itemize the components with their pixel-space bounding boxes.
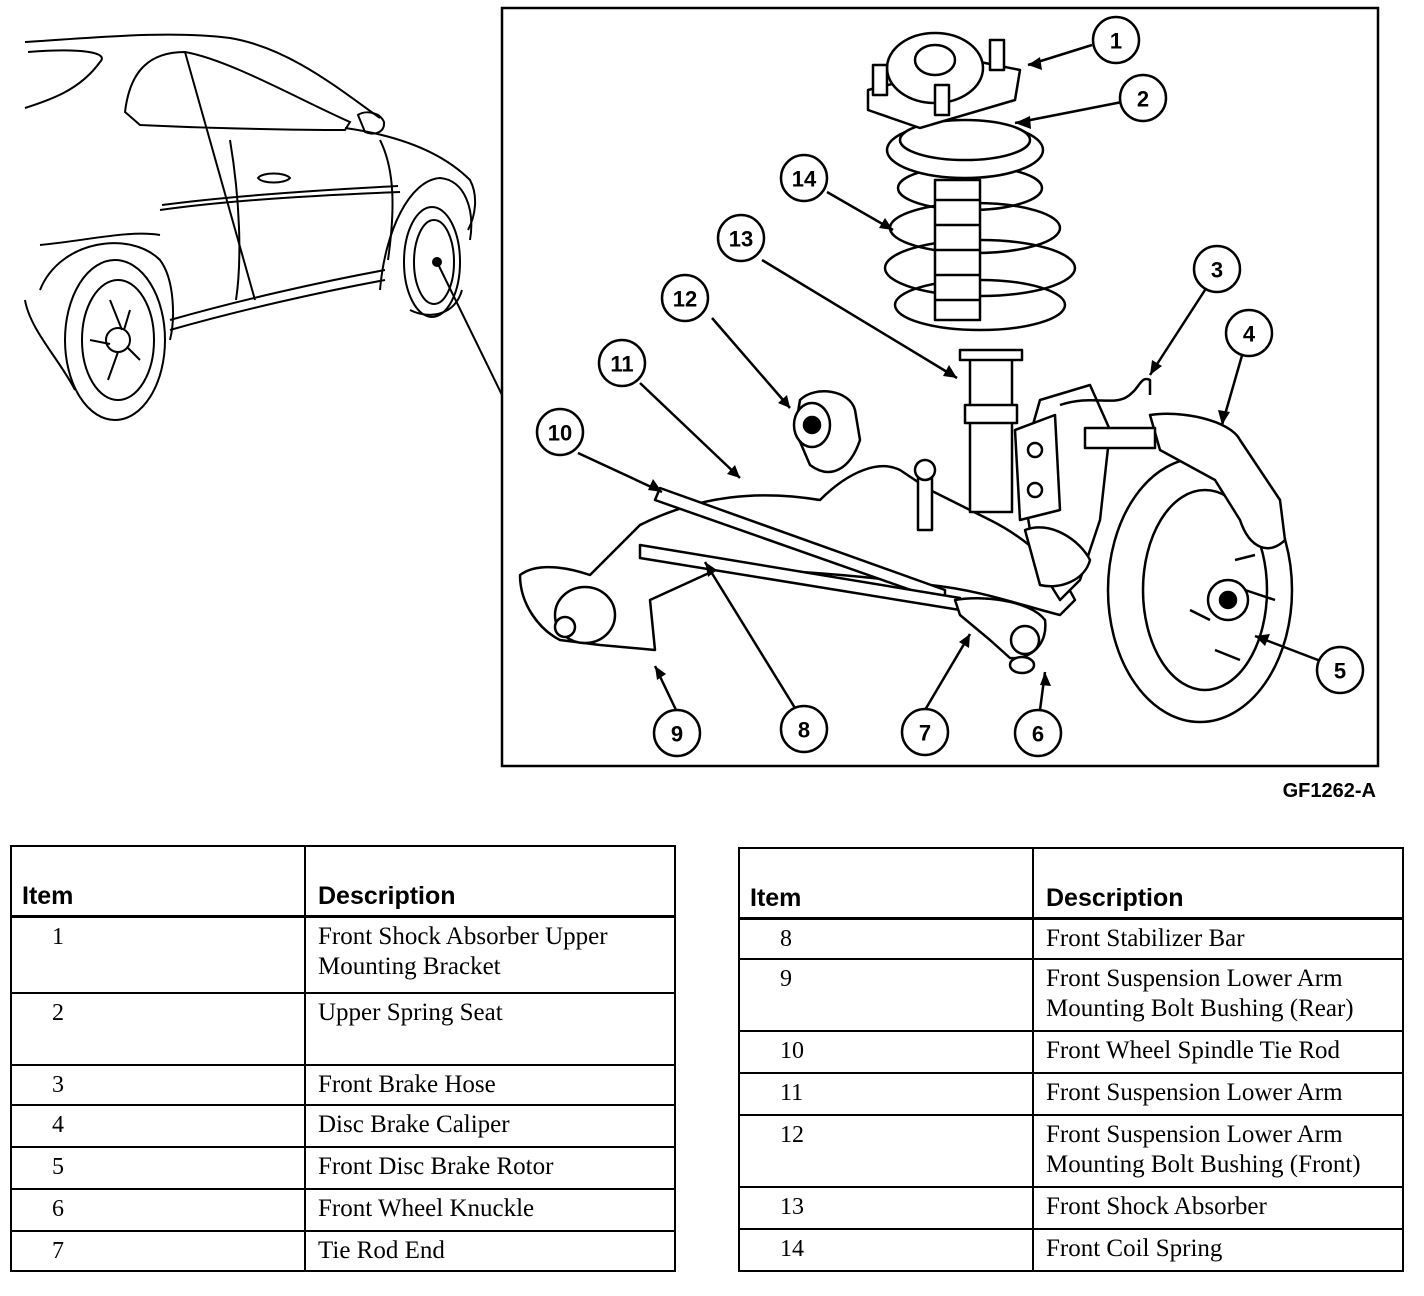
- callout-circle-12: [660, 273, 710, 323]
- detail-pointer-line: [436, 261, 503, 396]
- callout-circle-8: [779, 704, 829, 754]
- legend-header-row: Item Description: [738, 847, 1404, 920]
- item-number: 14: [738, 1228, 1034, 1272]
- item-number: 6: [10, 1187, 306, 1232]
- legend-table-right: Item Description 8 Front Stabilizer Bar …: [738, 847, 1404, 1272]
- table-row: 12 Front Suspension Lower Arm Mounting B…: [738, 1114, 1404, 1188]
- item-description: Front Wheel Spindle Tie Rod: [1032, 1030, 1404, 1074]
- item-number: 5: [10, 1145, 306, 1190]
- item-description: Front Brake Hose: [304, 1063, 676, 1106]
- callout-label-5: 5: [1334, 659, 1346, 684]
- callout-circle-9: [652, 708, 702, 758]
- item-description: Front Suspension Lower Arm: [1032, 1072, 1404, 1116]
- header-item: Item: [738, 847, 1034, 920]
- item-description: Front Coil Spring: [1032, 1228, 1404, 1272]
- callout-circle-7: [900, 707, 950, 757]
- table-row: 9 Front Suspension Lower Arm Mounting Bo…: [738, 958, 1404, 1032]
- item-number: 2: [10, 991, 306, 1066]
- suspension-illustration: 1 2 3 4 5 6 7 8 9 10 11 12 13 14: [24, 6, 1380, 768]
- callout-circle-11: [597, 338, 647, 388]
- callout-circle-13: [716, 213, 766, 263]
- callout-circle-4: [1224, 308, 1274, 358]
- car-side-view: [24, 33, 476, 421]
- header-item: Item: [10, 845, 306, 918]
- callout-label-3: 3: [1211, 258, 1223, 283]
- detail-frame: [500, 6, 1380, 768]
- callout-label-6: 6: [1032, 722, 1044, 747]
- item-description: Front Disc Brake Rotor: [304, 1145, 676, 1190]
- callout-circle-14: [779, 153, 829, 203]
- callout-circle-10: [535, 407, 585, 457]
- item-number: 1: [10, 915, 306, 994]
- table-row: 11 Front Suspension Lower Arm: [738, 1072, 1404, 1116]
- caliper-shape: [1148, 412, 1287, 550]
- callout-label-10: 10: [548, 421, 572, 446]
- item-description: Front Stabilizer Bar: [1032, 917, 1404, 960]
- table-row: 10 Front Wheel Spindle Tie Rod: [738, 1030, 1404, 1074]
- legend-table-left: Item Description 1 Front Shock Absorber …: [10, 845, 676, 1272]
- item-number: 13: [738, 1186, 1034, 1230]
- header-description: Description: [304, 845, 676, 918]
- item-description: Tie Rod End: [304, 1229, 676, 1272]
- callout-circle-2: [1118, 73, 1168, 123]
- item-description: Upper Spring Seat: [304, 991, 676, 1066]
- table-row: 3 Front Brake Hose: [10, 1063, 676, 1106]
- item-description: Disc Brake Caliper: [304, 1103, 676, 1148]
- header-description: Description: [1032, 847, 1404, 920]
- callout-label-1: 1: [1110, 29, 1122, 54]
- callout-label-13: 13: [729, 227, 753, 252]
- item-number: 8: [738, 917, 1034, 960]
- shock-body-shape: [968, 350, 1014, 514]
- callout-label-12: 12: [673, 287, 697, 312]
- figure-code: GF1262-A: [1282, 780, 1376, 802]
- callout-label-7: 7: [919, 721, 931, 746]
- callout-label-2: 2: [1137, 87, 1149, 112]
- callout-label-8: 8: [798, 718, 810, 743]
- callout-label-4: 4: [1243, 322, 1256, 347]
- table-row: 7 Tie Rod End: [10, 1229, 676, 1272]
- table-row: 6 Front Wheel Knuckle: [10, 1187, 676, 1232]
- table-row: 1 Front Shock Absorber Upper Mounting Br…: [10, 915, 676, 994]
- item-description: Front Suspension Lower Arm Mounting Bolt…: [1032, 958, 1404, 1032]
- item-number: 7: [10, 1229, 306, 1272]
- table-row: 2 Upper Spring Seat: [10, 991, 676, 1066]
- callout-label-9: 9: [671, 722, 683, 747]
- callout-label-11: 11: [610, 352, 633, 377]
- callout-circle-6: [1013, 708, 1063, 758]
- callout-circle-3: [1192, 244, 1242, 294]
- legend-header-row: Item Description: [10, 845, 676, 918]
- callout-label-14: 14: [792, 167, 817, 192]
- item-number: 12: [738, 1114, 1034, 1188]
- item-number: 3: [10, 1063, 306, 1106]
- item-description: Front Shock Absorber: [1032, 1186, 1404, 1230]
- table-row: 13 Front Shock Absorber: [738, 1186, 1404, 1230]
- callout-circle-1: [1091, 15, 1141, 65]
- callout-circle-5: [1315, 645, 1365, 695]
- table-row: 4 Disc Brake Caliper: [10, 1103, 676, 1148]
- callouts: 1 2 3 4 5 6 7 8 9 10 11 12 13 14: [535, 15, 1365, 758]
- item-description: Front Wheel Knuckle: [304, 1187, 676, 1232]
- item-number: 11: [738, 1072, 1034, 1116]
- item-description: Front Shock Absorber Upper Mounting Brac…: [304, 915, 676, 994]
- item-description: Front Suspension Lower Arm Mounting Bolt…: [1032, 1114, 1404, 1188]
- item-number: 9: [738, 958, 1034, 1032]
- item-number: 10: [738, 1030, 1034, 1074]
- table-row: 8 Front Stabilizer Bar: [738, 917, 1404, 960]
- table-row: 14 Front Coil Spring: [738, 1228, 1404, 1272]
- table-row: 5 Front Disc Brake Rotor: [10, 1145, 676, 1190]
- item-number: 4: [10, 1103, 306, 1148]
- suspension-assembly: [518, 31, 1294, 724]
